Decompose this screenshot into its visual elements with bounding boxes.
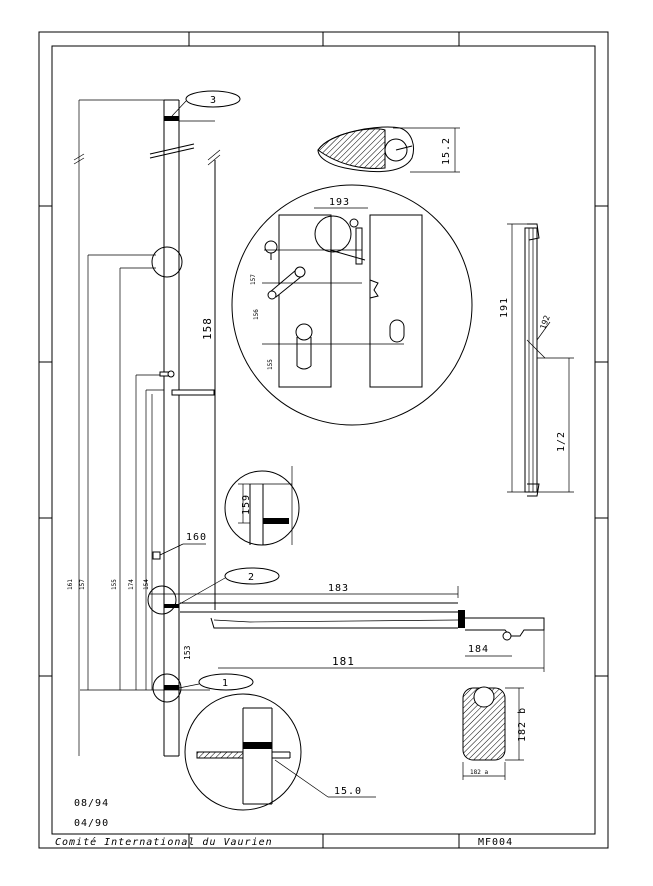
dim-160-group: 160 (159, 532, 207, 556)
organization-label: Comité International du Vaurien (55, 836, 273, 848)
detail-lower-circle: 15.0 (184, 693, 376, 811)
dim-15-0: 15.0 (334, 786, 362, 797)
dim-153: 153 (183, 645, 192, 660)
dim-161: 161 (67, 579, 74, 590)
dim-193: 193 (329, 197, 350, 208)
dim-155-left: 155 (111, 579, 118, 590)
dim-1-2: 1/2 (556, 431, 567, 452)
detail-159: 159 (224, 466, 300, 546)
dim-157: 157 (250, 274, 257, 285)
callout-3-label: 3 (210, 95, 217, 106)
section-152: 15.2 (317, 126, 460, 173)
dim-181: 181 (332, 655, 355, 668)
dim-174: 174 (128, 579, 135, 590)
dim-160: 160 (186, 532, 207, 543)
section-182: 182 b 182 a (462, 686, 528, 780)
boom-horizontal: 183 184 181 (150, 583, 545, 672)
drawing-number: MF004 (478, 837, 513, 848)
dim-158: 158 (201, 317, 214, 340)
detail-circle-mid (147, 585, 177, 615)
dim-159: 159 (241, 494, 252, 515)
date-2: 04/90 (74, 818, 109, 829)
detail-circle-upper (151, 246, 183, 278)
left-dimensions: 161 157 155 174 154 (67, 99, 210, 756)
dim-155: 155 (267, 359, 274, 370)
callout-1-label: 1 (222, 678, 229, 689)
dim-182a: 182 a (470, 769, 488, 776)
dim-192: 192 (538, 314, 551, 331)
dim-15-2: 15.2 (441, 137, 452, 165)
dim-184: 184 (468, 644, 489, 655)
dim-154: 154 (143, 579, 150, 590)
callout-2: 2 (175, 567, 280, 607)
dim-156: 156 (253, 309, 260, 320)
callout-2-label: 2 (248, 572, 255, 583)
mast-vertical (149, 99, 221, 757)
callout-1: 1 (178, 673, 254, 691)
dim-183: 183 (328, 583, 349, 594)
dim-158-group: 158 (201, 317, 214, 340)
dim-182b: 182 b (517, 707, 528, 742)
dim-157-left: 157 (79, 579, 86, 590)
callout-3: 3 (171, 90, 241, 117)
detail-large-circle: 193 157 156 155 (231, 184, 473, 426)
spar-191: 191 1/2 192 (499, 223, 574, 497)
title-block: Comité International du Vaurien MF004 08… (52, 798, 595, 848)
date-1: 08/94 (74, 798, 109, 809)
detail-circle-lower (152, 673, 182, 703)
dim-191: 191 (499, 297, 510, 318)
